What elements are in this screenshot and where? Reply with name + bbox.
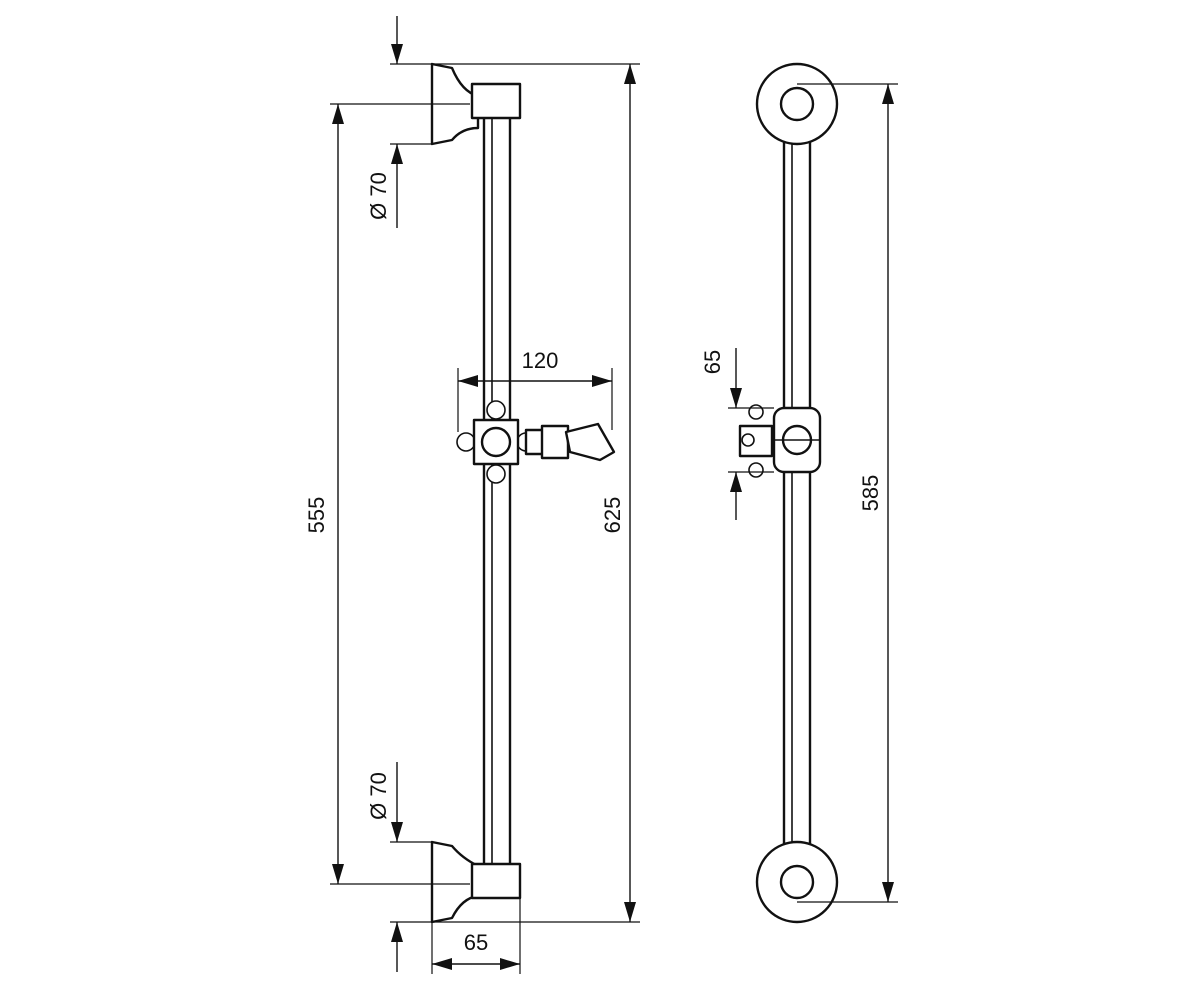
dimension-625-label: 625 [600,497,625,534]
dimension-120: 120 [457,348,613,432]
dimension-585: 585 [797,83,898,903]
bottom-diameter-label: Ø 70 [366,772,391,820]
side-rail [482,108,512,872]
front-view: 585 65 [700,62,898,924]
dimension-65-slider-label: 65 [700,350,725,374]
dimension-585-label: 585 [858,475,883,512]
front-rail [782,98,812,888]
dimension-120-label: 120 [522,348,559,373]
dimension-65-projection: 65 [431,898,521,974]
dimension-top-diameter: Ø 70 [366,16,432,228]
top-diameter-label: Ø 70 [366,172,391,220]
dimension-65-projection-label: 65 [464,930,488,955]
bottom-wall-bracket [430,840,522,924]
dimension-555-label: 555 [304,497,329,534]
dimension-555: 555 [304,103,470,885]
bottom-rosette [755,840,839,924]
dimension-625: 625 [390,63,640,923]
dimension-65-slider: 65 [700,348,774,520]
side-slider [456,400,616,484]
dimension-bottom-diameter: Ø 70 [366,762,432,972]
front-slider [738,404,822,478]
top-rosette [755,62,839,146]
side-view: 625 555 Ø 70 Ø 70 [304,16,640,974]
